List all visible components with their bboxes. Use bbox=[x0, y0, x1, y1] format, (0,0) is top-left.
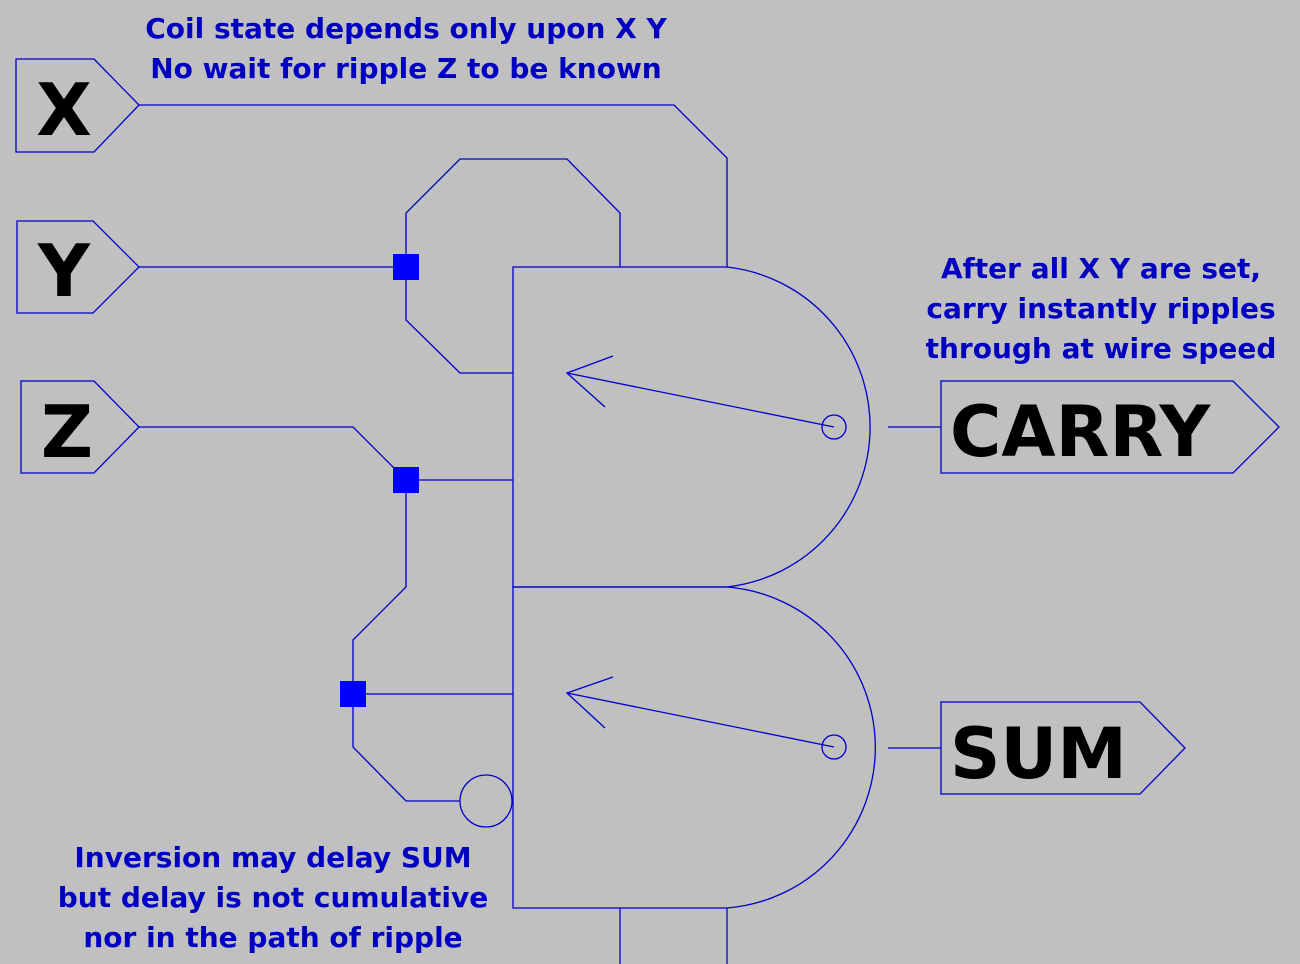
sum-contact-arm bbox=[565, 676, 847, 760]
note-top: Coil state depends only upon X Y No wait… bbox=[145, 12, 667, 85]
note-top-line-2: No wait for ripple Z to be known bbox=[150, 52, 662, 85]
note-right: After all X Y are set, carry instantly r… bbox=[926, 252, 1277, 365]
carry-contact-arm bbox=[565, 355, 847, 440]
wire-z-invert bbox=[352, 694, 460, 802]
note-right-line-3: through at wire speed bbox=[926, 332, 1277, 365]
note-top-line-1: Coil state depends only upon X Y bbox=[145, 12, 667, 45]
port-sum: SUM bbox=[940, 701, 1186, 795]
sum-relay-body bbox=[512, 586, 876, 909]
wire-x bbox=[139, 104, 728, 267]
port-sum-label: SUM bbox=[950, 713, 1127, 795]
inversion-bubble bbox=[459, 774, 513, 828]
note-bottom: Inversion may delay SUM but delay is not… bbox=[58, 841, 488, 954]
note-bottom-line-3: nor in the path of ripple bbox=[83, 921, 462, 954]
note-right-line-2: carry instantly ripples bbox=[926, 292, 1275, 325]
note-right-line-1: After all X Y are set, bbox=[941, 252, 1261, 285]
junction-z-sum bbox=[340, 681, 366, 707]
junction-z bbox=[393, 467, 419, 493]
wire-y-branch bbox=[405, 267, 513, 374]
note-bottom-line-1: Inversion may delay SUM bbox=[74, 841, 471, 874]
wires bbox=[139, 104, 941, 964]
junctions bbox=[340, 254, 419, 707]
port-x-label: X bbox=[36, 68, 92, 152]
wire-y-loop bbox=[405, 158, 621, 267]
port-y-label: Y bbox=[37, 229, 91, 313]
port-carry-label: CARRY bbox=[950, 391, 1212, 473]
junction-y bbox=[393, 254, 419, 280]
wire-z bbox=[139, 426, 513, 481]
carry-relay-body bbox=[512, 266, 871, 588]
port-z: Z bbox=[20, 380, 140, 474]
port-x: X bbox=[15, 58, 140, 153]
wire-z-branch bbox=[352, 480, 513, 695]
port-y: Y bbox=[16, 220, 140, 314]
port-z-label: Z bbox=[41, 390, 93, 474]
port-carry: CARRY bbox=[940, 380, 1280, 474]
note-bottom-line-2: but delay is not cumulative bbox=[58, 881, 488, 914]
